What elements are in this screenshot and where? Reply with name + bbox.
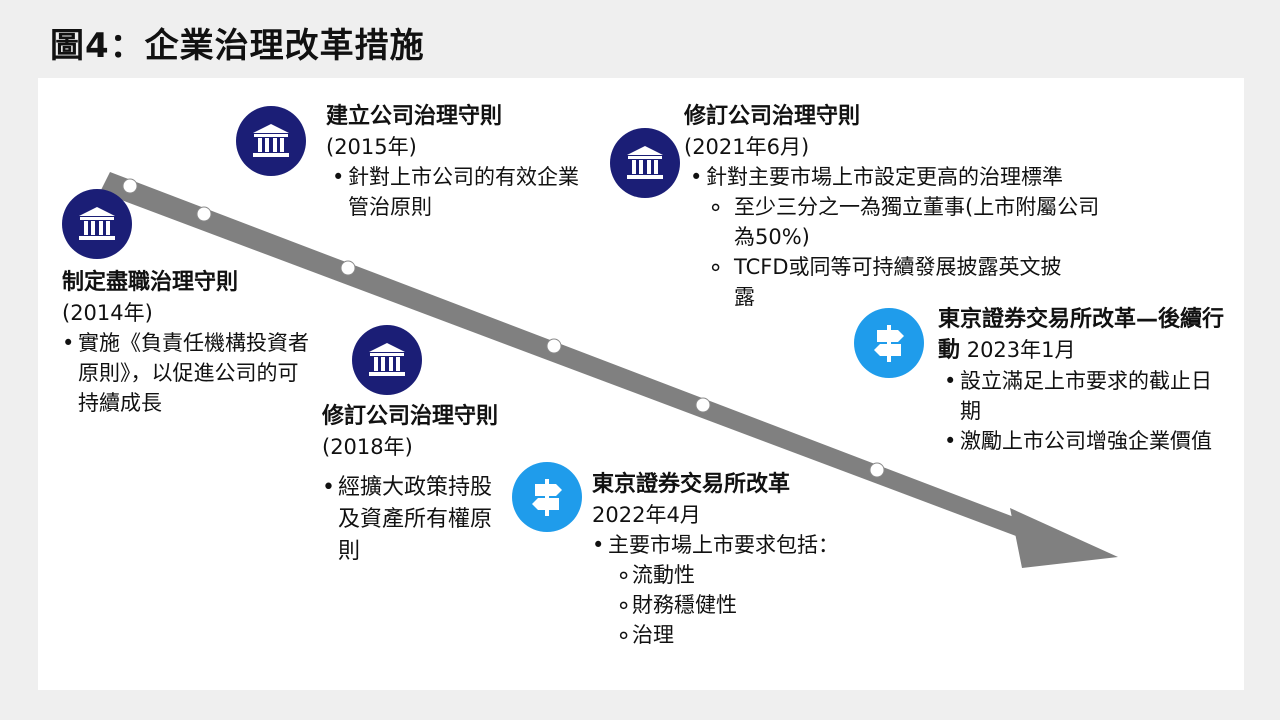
event-date: (2015年): [326, 135, 417, 159]
event-bullet: 實施《負責任機構投資者原則》，以促進公司的可持續成長: [62, 328, 312, 418]
bank-building-icon: [236, 106, 306, 176]
event-bullet: 主要市場上市要求包括：: [592, 530, 892, 560]
timeline-arrow-shaft: [100, 172, 1048, 545]
event-date: 2022年4月: [592, 503, 701, 527]
event-2023: 東京證券交易所改革—後續行動 2023年1月 設立滿足上市要求的截止日期 激勵上…: [938, 304, 1228, 456]
event-bullet: 設立滿足上市要求的截止日期: [944, 366, 1228, 426]
event-bullet: 針對主要市場上市設定更高的治理標準: [690, 162, 1154, 192]
event-heading: 修訂公司治理守則: [684, 104, 861, 129]
event-sub-bullet: 財務穩健性: [592, 590, 892, 620]
event-bullet: 經擴大政策持股及資產所有權原則: [322, 472, 510, 568]
timeline-node: [196, 206, 212, 222]
event-date: (2021年6月): [684, 135, 810, 159]
signpost-icon: [512, 462, 582, 532]
timeline-node: [340, 260, 356, 276]
event-heading: 修訂公司治理守則: [322, 404, 499, 429]
event-2022: 東京證券交易所改革 2022年4月 主要市場上市要求包括： 流動性 財務穩健性 …: [592, 470, 892, 650]
timeline-node: [695, 397, 711, 413]
event-2021: 修訂公司治理守則 (2021年6月) 針對主要市場上市設定更高的治理標準 至少三…: [684, 102, 1154, 312]
event-sub-bullet: TCFD或同等可持續發展披露英文披露: [684, 252, 1064, 312]
event-heading: 制定盡職治理守則: [62, 270, 239, 295]
signpost-icon: [854, 308, 924, 378]
timeline-node: [869, 462, 885, 478]
event-heading: 東京證券交易所改革: [592, 472, 791, 497]
event-bullet: 針對上市公司的有效企業管治原則: [332, 162, 598, 222]
event-2015: 建立公司治理守則 (2015年) 針對上市公司的有效企業管治原則: [326, 102, 598, 222]
event-2014: 制定盡職治理守則 (2014年) 實施《負責任機構投資者原則》，以促進公司的可持…: [62, 268, 312, 418]
bank-building-icon: [62, 189, 132, 259]
event-bullet: 激勵上市公司增強企業價值: [944, 426, 1228, 456]
event-date: 2023年1月: [966, 338, 1076, 362]
event-date: (2018年): [322, 435, 413, 459]
timeline-arrow-head: [1010, 508, 1118, 568]
event-sub-bullet: 流動性: [592, 560, 892, 590]
event-sub-bullet: 治理: [592, 620, 892, 650]
bank-building-icon: [352, 325, 422, 395]
timeline-node: [122, 178, 138, 194]
event-sub-bullet: 至少三分之一為獨立董事(上市附屬公司為50%): [684, 192, 1114, 252]
page-title: 圖4：企業治理改革措施: [50, 26, 425, 66]
event-2018: 修訂公司治理守則 (2018年) 經擴大政策持股及資產所有權原則: [322, 402, 510, 568]
timeline-node: [546, 338, 562, 354]
bank-building-icon: [610, 128, 680, 198]
event-heading: 東京證券交易所改革—後續行動: [938, 307, 1225, 363]
event-date: (2014年): [62, 301, 153, 325]
event-heading: 建立公司治理守則: [326, 104, 503, 129]
